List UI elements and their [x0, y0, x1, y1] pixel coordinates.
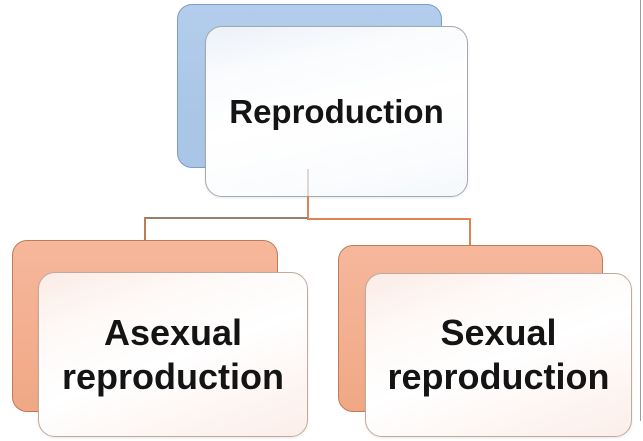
connector-stem-vertical	[307, 196, 309, 219]
sexual-node-box: Sexual reproduction	[365, 273, 632, 437]
asexual-node-label: Asexual reproduction	[62, 311, 284, 397]
asexual-node-box: Asexual reproduction	[38, 272, 308, 437]
connector-right-horizontal	[307, 218, 471, 220]
sexual-node-label: Sexual reproduction	[387, 312, 610, 397]
root-node-label: Reproduction	[229, 92, 444, 130]
connector-stem-faint-overlay	[307, 169, 309, 197]
connector-left-horizontal	[144, 217, 308, 219]
image-right-edge-line	[640, 0, 641, 421]
connector-right-vertical	[469, 218, 471, 247]
connector-left-vertical	[144, 217, 146, 242]
root-node-box: Reproduction	[205, 26, 468, 197]
